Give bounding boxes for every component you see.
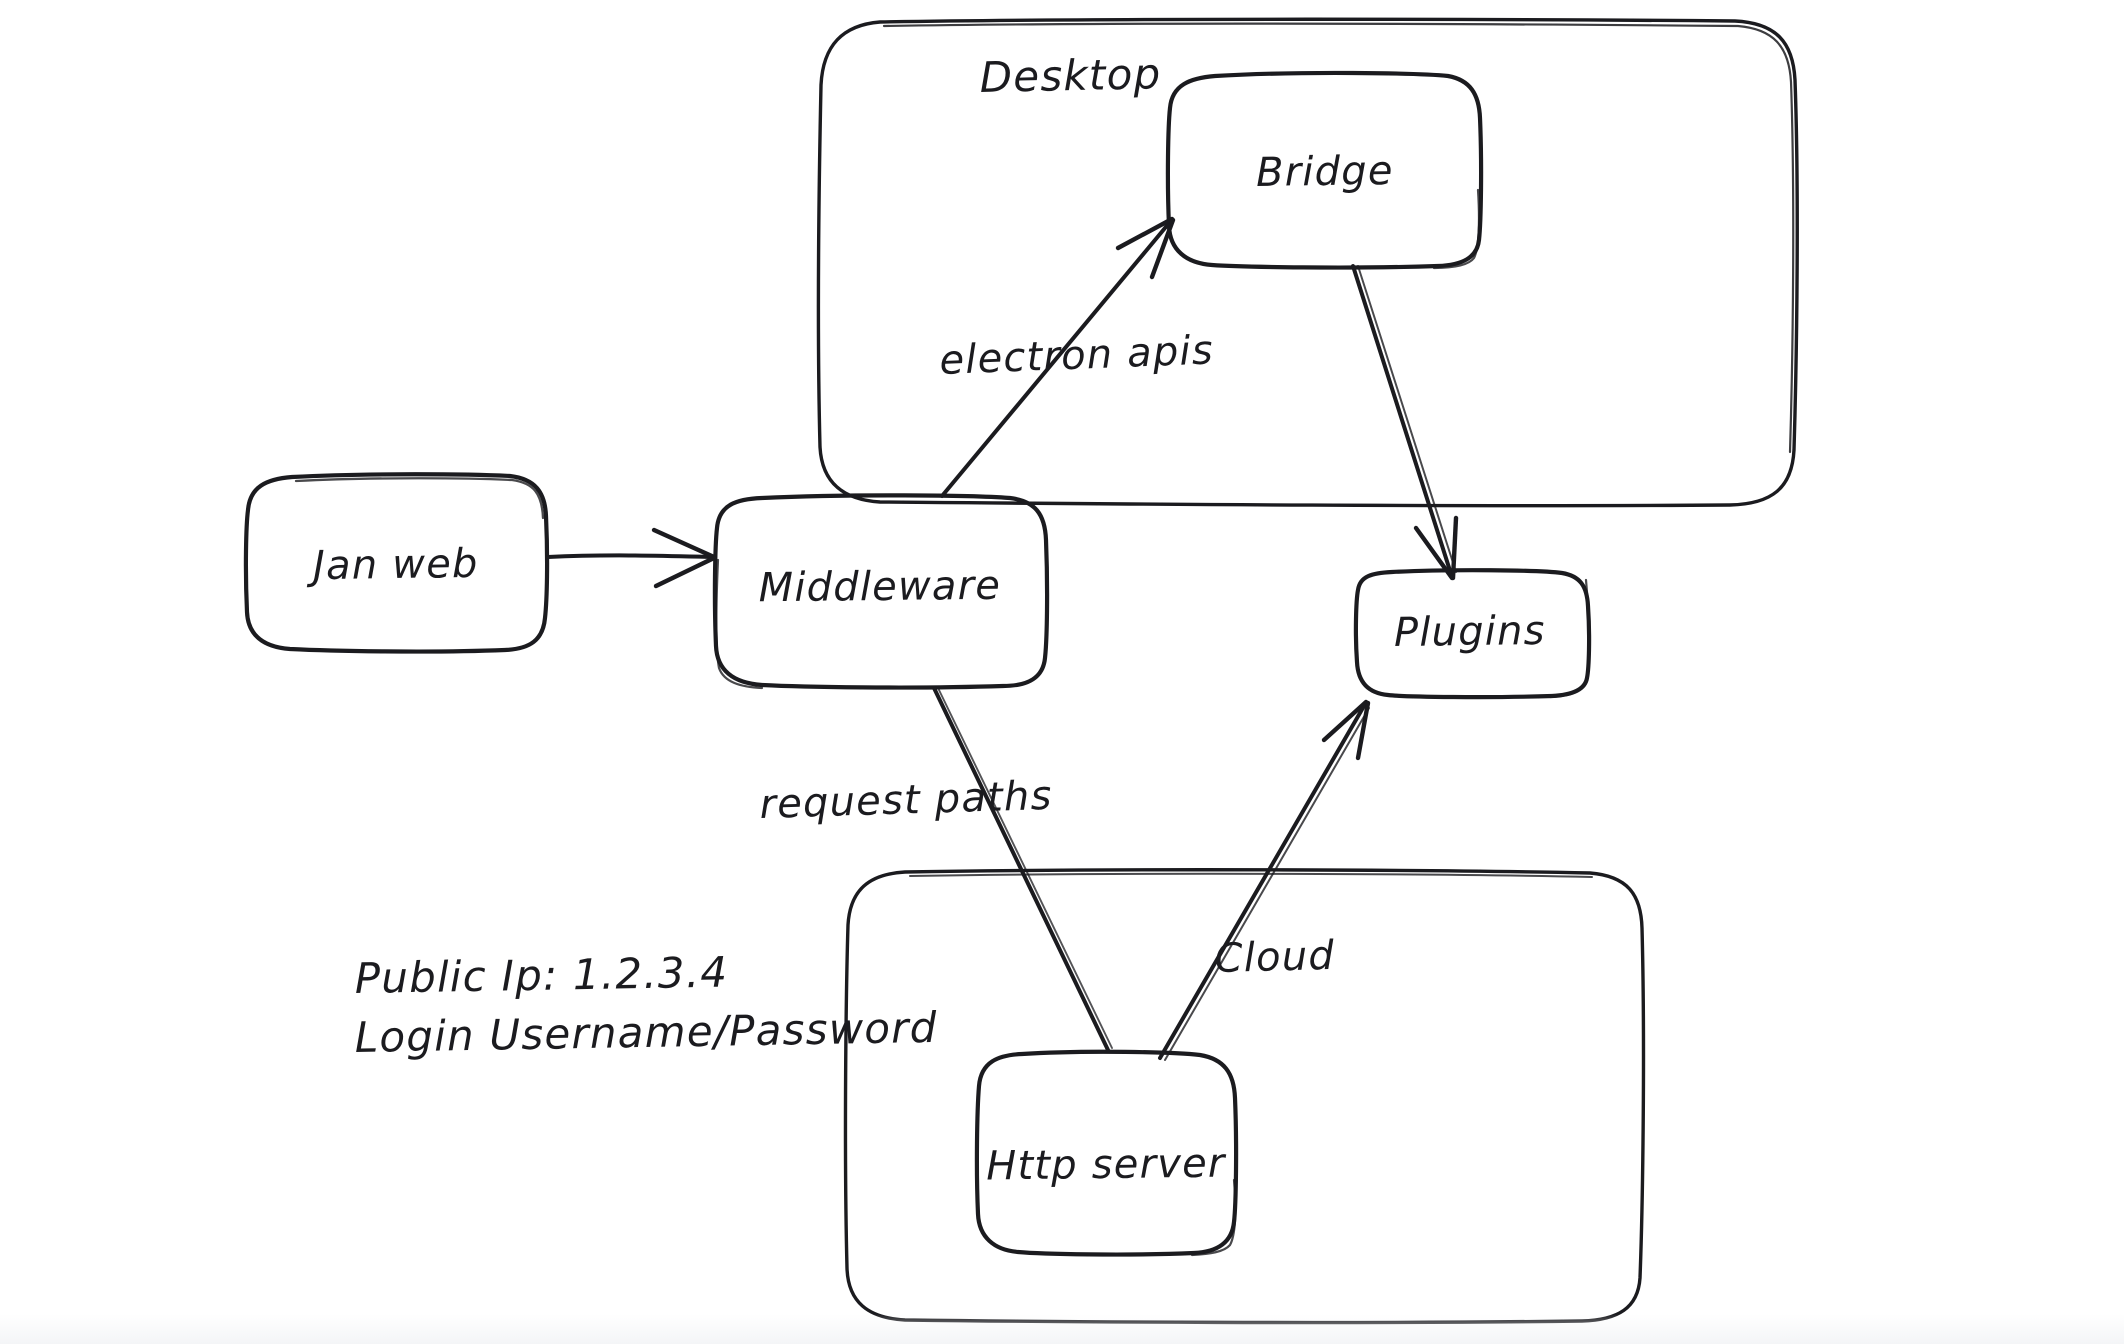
node-bridge[interactable]: Bridge	[1165, 70, 1484, 270]
container-desktop[interactable]: Desktop	[816, 17, 1799, 508]
container-cloud[interactable]	[843, 868, 1646, 1325]
edge-label-electron-apis: electron apis	[939, 327, 1215, 384]
node-plugins[interactable]: Plugins	[1353, 568, 1592, 700]
node-label-bridge: Bridge	[1256, 148, 1394, 196]
edge-bridge-to-plugins[interactable]	[1351, 264, 1459, 581]
container-label-desktop: Desktop	[979, 49, 1162, 102]
edge-middleware-to-bridge[interactable]: electron apis	[939, 216, 1215, 498]
node-http-server[interactable]: Http server	[974, 1049, 1239, 1257]
node-label-jan-web: Jan web	[306, 541, 479, 589]
edge-label-cloud: Cloud	[1214, 933, 1335, 982]
node-label-middleware: Middleware	[758, 563, 1001, 612]
edge-http-server-to-plugins[interactable]: Cloud	[1158, 699, 1371, 1061]
notes-block: Public Ip: 1.2.3.4 Login Username/Passwo…	[354, 947, 938, 1062]
note-login-credentials: Login Username/Password	[354, 1003, 938, 1062]
edge-label-request-paths: request paths	[759, 773, 1053, 828]
node-middleware[interactable]: Middleware	[712, 493, 1050, 690]
note-public-ip: Public Ip: 1.2.3.4	[354, 947, 728, 1003]
node-label-http-server: Http server	[986, 1141, 1227, 1190]
edge-middleware-to-http-server[interactable]: request paths	[759, 686, 1113, 1052]
node-jan-web[interactable]: Jan web	[243, 472, 550, 654]
node-label-plugins: Plugins	[1394, 608, 1546, 656]
edge-jan-web-to-middleware[interactable]	[546, 527, 717, 589]
